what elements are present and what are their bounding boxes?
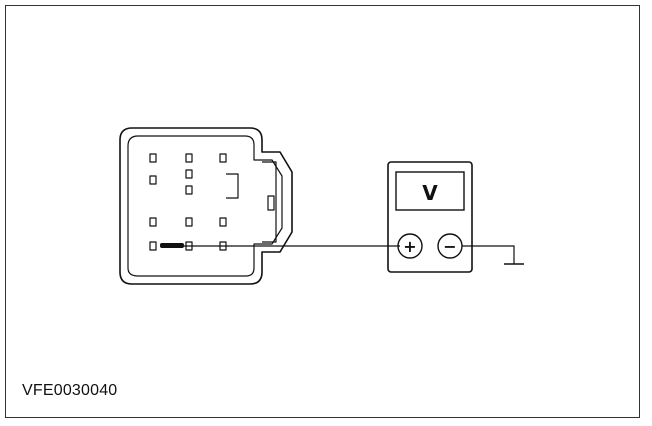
positive-terminal-symbol: + [403,237,416,256]
pin-cavity [185,169,193,179]
latch-slot [267,195,275,211]
voltmeter-display [395,171,465,211]
pin-cavity [149,241,157,251]
voltmeter-unit-label: V [422,181,438,205]
voltmeter-body [387,161,473,273]
pin-cavity [219,153,227,163]
pin-cavity [219,217,227,227]
test-lead-negative [462,245,515,264]
positive-terminal [397,233,423,259]
pin-cavity [149,217,157,227]
negative-terminal-symbol: − [443,237,456,256]
connector-latch [262,161,277,243]
connector-notch [226,173,239,199]
connector-outer-shell [119,127,293,285]
pin-cavity [185,217,193,227]
connector [119,127,293,285]
pin-cavity [185,185,193,195]
test-probe [160,243,184,248]
pin-cavity [185,153,193,163]
pin-cavity [149,175,157,185]
voltmeter: V + − [387,161,473,273]
figure-code: VFE0030040 [22,382,118,399]
diagram-frame [5,5,640,418]
pin-cavity [149,153,157,163]
connector-inner-shell [127,135,283,277]
